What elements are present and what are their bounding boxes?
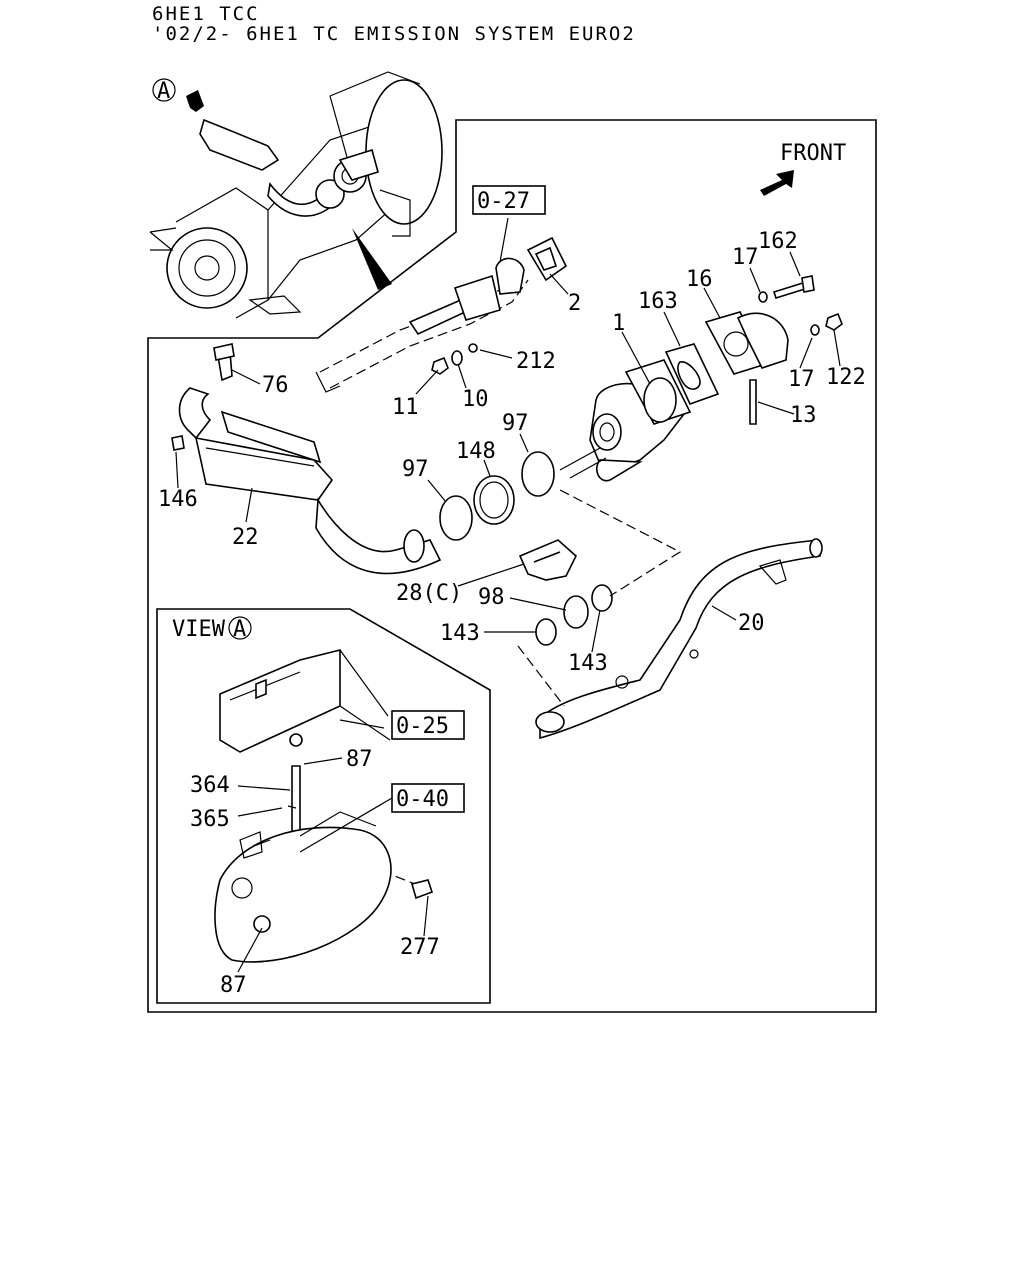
turbocharger — [559, 359, 692, 482]
part-13-stud — [749, 379, 757, 425]
part-2-bracket — [526, 236, 568, 282]
callout-22: 22 — [232, 525, 259, 550]
callout-leaders — [175, 217, 841, 973]
callout-13: 13 — [790, 403, 817, 428]
part-212-washer — [468, 343, 478, 353]
callout-162: 162 — [758, 229, 798, 254]
callout-17-upper: 17 — [732, 245, 759, 270]
title-line: '02/2- 6HE1 TC EMISSION SYSTEM EURO2 — [152, 23, 636, 45]
part-22-pipe-assembly — [171, 343, 442, 575]
callout-98: 98 — [478, 585, 505, 610]
callout-87-upper: 87 — [346, 747, 373, 772]
callout-11: 11 — [392, 395, 419, 420]
ref-box-0-27: 0-27 — [472, 185, 546, 215]
part-148-hose-inner — [479, 481, 509, 519]
callout-365: 365 — [190, 807, 230, 832]
part-16-elbow-housing — [704, 311, 789, 375]
ref-box-0-25: 0-25 — [391, 710, 465, 740]
svg-text:0-40: 0-40 — [396, 787, 449, 812]
callout-20: 20 — [738, 611, 765, 636]
part-122-nut — [825, 312, 843, 331]
model-line: 6HE1 TCC — [152, 3, 260, 25]
engine-overview-sketch — [149, 71, 443, 319]
part-98-hose — [563, 595, 589, 629]
callout-163: 163 — [638, 289, 678, 314]
part-28c-heat-shield — [518, 539, 577, 581]
callout-97-right: 97 — [502, 411, 529, 436]
view-a-inset-drawing — [214, 648, 434, 963]
part-97-clamp-right — [521, 451, 555, 497]
callout-277: 277 — [400, 935, 440, 960]
callout-10: 10 — [462, 387, 489, 412]
view-a-inset-frame — [156, 608, 491, 1004]
callout-143-right: 143 — [568, 651, 608, 676]
svg-text:0-25: 0-25 — [396, 714, 449, 739]
callout-1: 1 — [612, 311, 625, 336]
view-direction-arrow — [186, 90, 204, 112]
view-marker-circle — [152, 78, 176, 102]
callout-16: 16 — [686, 267, 713, 292]
callout-212: 212 — [516, 349, 556, 374]
part-17-washer-lower — [810, 324, 820, 336]
part-97-clamp-left — [439, 495, 473, 541]
svg-text:0-27: 0-27 — [477, 189, 530, 214]
callout-2: 2 — [568, 291, 581, 316]
part-11-nut — [431, 356, 449, 375]
callout-122: 122 — [826, 365, 866, 390]
ref-box-0-40: 0-40 — [391, 783, 465, 813]
callout-148: 148 — [456, 439, 496, 464]
view-inset-marker-circle — [228, 616, 252, 640]
view-inset-label: VIEW — [172, 617, 226, 642]
front-label: FRONT — [780, 141, 846, 166]
callout-17-lower: 17 — [788, 367, 815, 392]
callout-143-left: 143 — [440, 621, 480, 646]
part-143-clamp-left — [535, 618, 557, 646]
view-marker-letter: A — [157, 79, 170, 104]
callout-146: 146 — [158, 487, 198, 512]
callout-76: 76 — [262, 373, 289, 398]
part-20-pipe — [535, 538, 823, 740]
part-162-bolt-head — [801, 275, 815, 293]
part-163-gasket — [664, 343, 720, 405]
view-inset-marker-letter: A — [233, 617, 246, 642]
callout-364: 364 — [190, 773, 230, 798]
connection-line-1 — [559, 489, 682, 597]
callout-28c: 28(C) — [396, 581, 462, 606]
callout-87-lower: 87 — [220, 973, 247, 998]
front-arrow-icon — [760, 170, 794, 196]
part-10-ring — [451, 350, 463, 366]
callout-97-left: 97 — [402, 457, 429, 482]
main-frame — [147, 119, 877, 1013]
part-17-washer-upper — [758, 291, 768, 303]
exhaust-pipe-upper — [315, 257, 529, 393]
connection-line-2 — [517, 645, 565, 707]
part-143-clamp-right — [591, 584, 613, 612]
